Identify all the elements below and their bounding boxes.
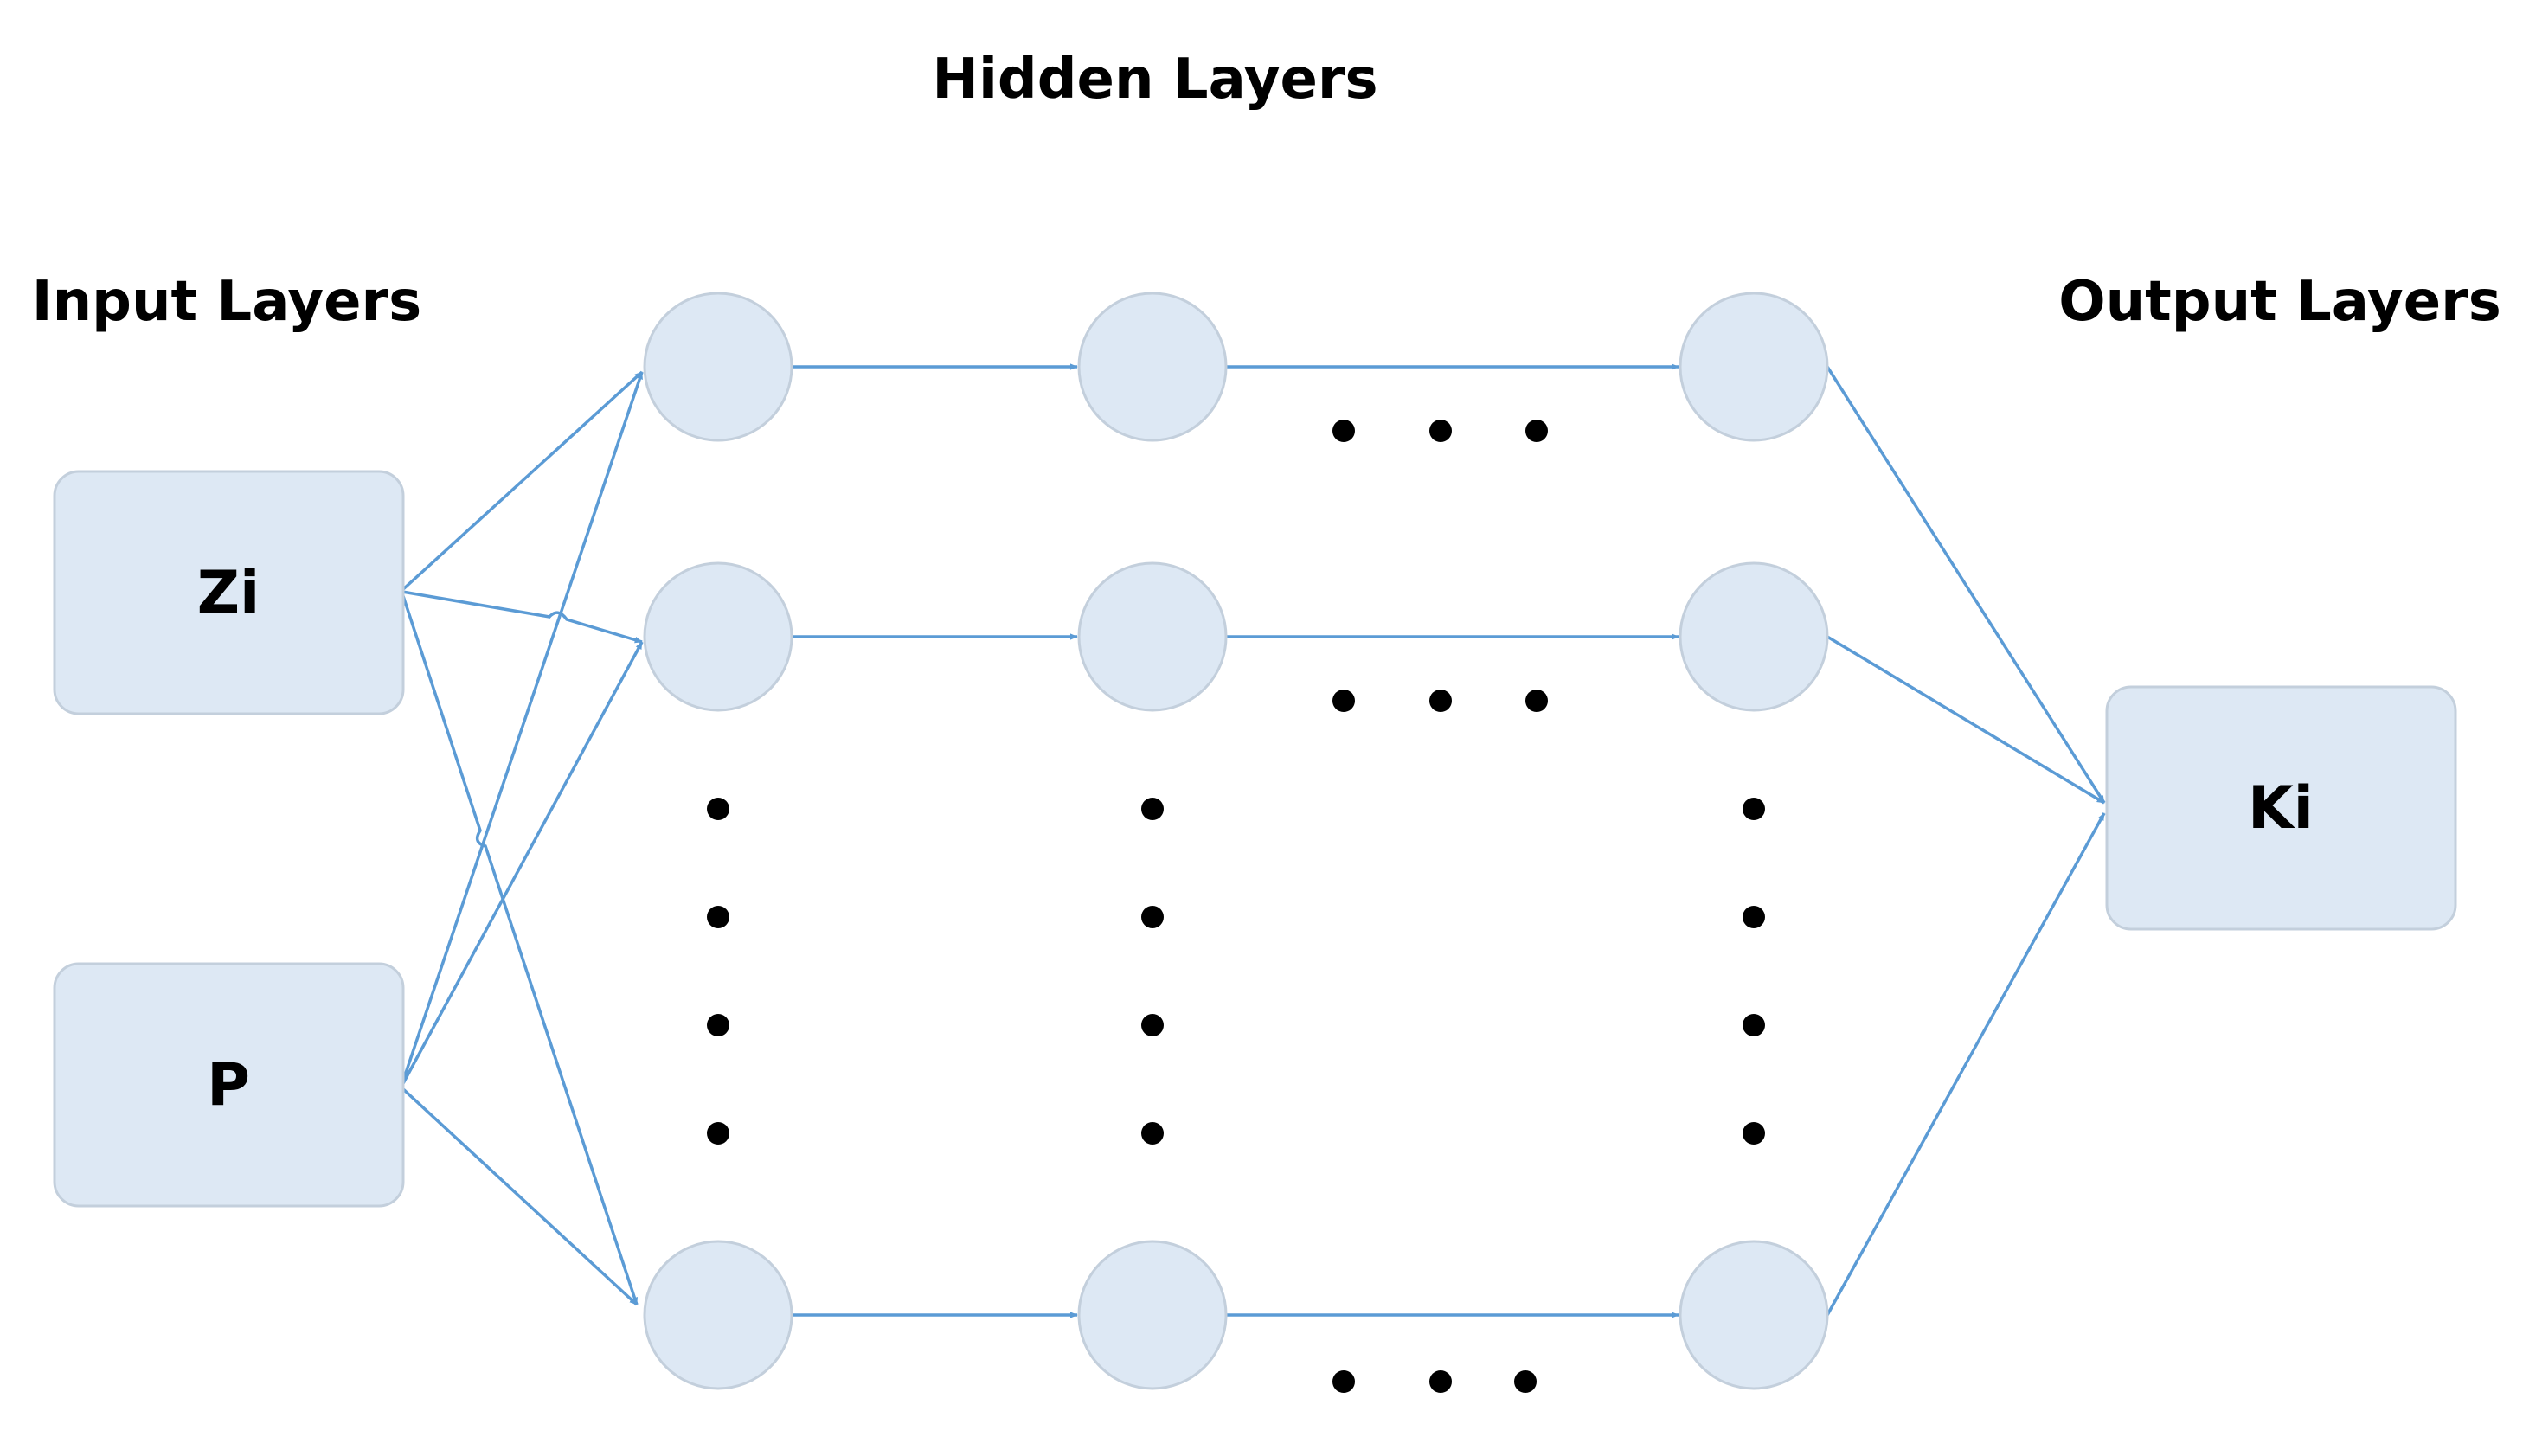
neuron-l2-mid [1077,561,1228,712]
ellipsis-dot [707,1122,729,1145]
neuron-ln-top [1679,292,1829,442]
ellipsis-dot [707,1014,729,1036]
ellipsis-dot [1743,798,1765,820]
ellipsis-dot [1525,690,1548,712]
horizontal-ellipsis-row2 [1332,690,1548,712]
input-label-zi: Zi [197,559,260,627]
input-label-p: P [207,1051,250,1119]
ellipsis-dot [1429,420,1452,442]
neuron-ln-bottom [1679,1240,1829,1390]
ellipsis-dot [1141,1122,1164,1145]
input-node-zi: Zi [53,470,405,715]
edge-zi-h2 [401,590,643,644]
ellipsis-dot [1429,690,1452,712]
edge-zi-h1 [401,370,644,592]
ellipsis-dot [1429,1370,1452,1393]
output-label-ki: Ki [2248,774,2314,843]
ellipsis-dot [1332,690,1355,712]
horizontal-ellipsis-row3 [1332,1370,1537,1393]
neuron-l1-bottom [643,1240,793,1390]
ellipsis-dot [1743,1014,1765,1036]
hidden-layers-heading: Hidden Layers [932,48,1377,112]
vertical-ellipsis-col3 [1743,798,1765,1145]
edge-zi-h3 [401,593,639,1305]
output-layers-heading: Output Layers [2058,270,2501,334]
hidden-edges [792,363,1679,1318]
edge-h3-ki [1826,812,2106,1316]
ellipsis-dot [1514,1370,1537,1393]
ellipsis-dot [1332,1370,1355,1393]
neuron-l1-mid [643,561,793,712]
edge-p-h2 [401,641,644,1086]
ellipsis-dot [1141,906,1164,928]
edge-h2-ki [1826,635,2105,805]
input-edges [401,370,644,1306]
ellipsis-dot [1141,1014,1164,1036]
output-edges [1826,366,2106,1316]
ellipsis-dot [1332,420,1355,442]
ellipsis-dot [1141,798,1164,820]
neuron-ln-mid [1679,561,1829,712]
ellipsis-dot [1743,906,1765,928]
vertical-ellipsis-col1 [707,798,729,1145]
hidden-neurons [643,292,1829,1390]
edge-p-h1 [401,371,644,1084]
input-layers-heading: Input Layers [32,270,421,334]
edge-h1-ki [1826,366,2106,804]
ellipsis-dot [707,906,729,928]
input-node-p: P [53,962,405,1208]
edge-p-h3 [401,1087,639,1306]
output-node-ki: Ki [2105,685,2457,931]
neuron-l1-top [643,292,793,442]
ellipsis-dot [1743,1122,1765,1145]
vertical-ellipsis-col2 [1141,798,1164,1145]
horizontal-ellipsis-row1 [1332,420,1548,442]
neuron-l2-top [1077,292,1228,442]
ellipsis-dot [1525,420,1548,442]
ellipsis-dot [707,798,729,820]
neuron-l2-bottom [1077,1240,1228,1390]
